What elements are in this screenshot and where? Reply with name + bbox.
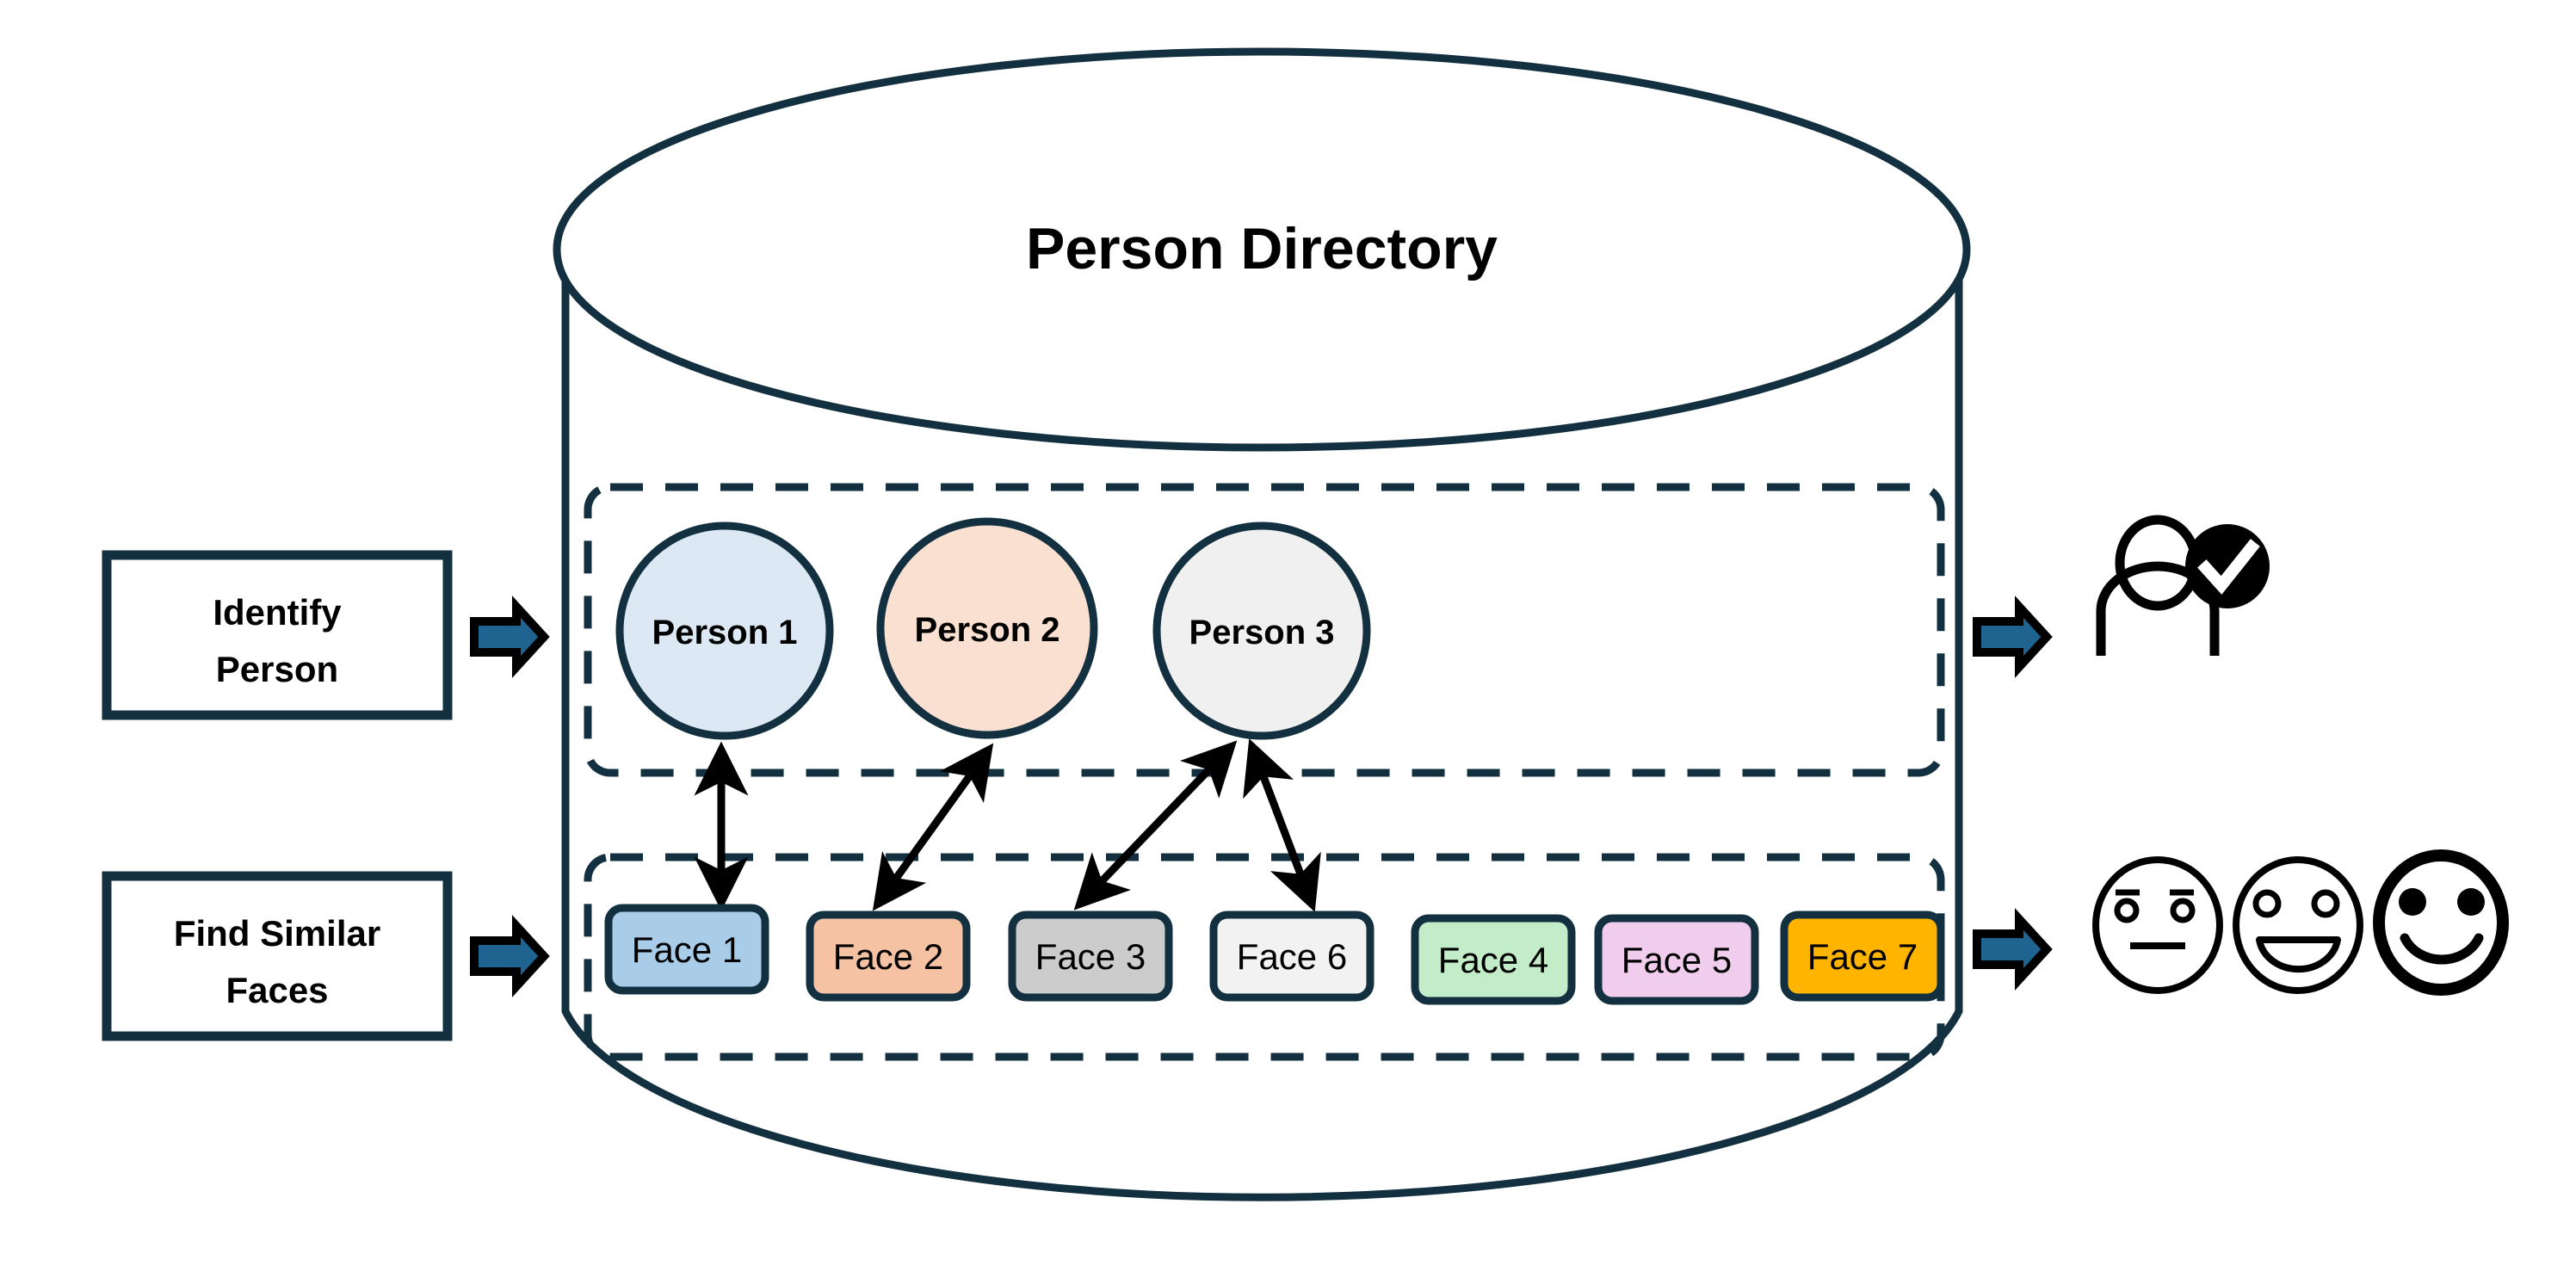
face-5[interactable]: Face 5 [1594, 914, 1759, 1005]
face-7-label: Face 7 [1807, 936, 1918, 977]
person-2[interactable]: Person 2 [876, 517, 1098, 739]
smiley-face-mouth [2400, 933, 2484, 965]
smiley-face-eye-left [2399, 888, 2426, 916]
check-badge-icon [2185, 524, 2270, 608]
arrow-similar-faces-out [1973, 908, 2053, 991]
face-3-chip[interactable] [1008, 911, 1173, 1002]
face-1[interactable]: Face 1 [604, 904, 769, 995]
check-mark [2197, 539, 2260, 595]
neutral-face-eye-right [2170, 898, 2196, 923]
face-4-label: Face 4 [1438, 940, 1548, 980]
face-2[interactable]: Face 2 [806, 911, 971, 1002]
face-7-chip[interactable] [1780, 911, 1945, 1002]
find-similar-faces-label-line1: Find Similar [174, 913, 380, 954]
face-2-chip[interactable] [806, 911, 971, 1002]
neutral-face-outline [2092, 856, 2223, 994]
grinning-face-eye-left [2252, 889, 2282, 918]
person-1[interactable]: Person 1 [615, 522, 834, 740]
person-3[interactable]: Person 3 [1152, 522, 1371, 740]
face-6[interactable]: Face 6 [1209, 911, 1374, 1002]
face-3-label: Face 3 [1035, 936, 1146, 977]
identify-person-label-line1: Identify [213, 592, 342, 633]
person-2-label: Person 2 [915, 611, 1060, 649]
person-2-circle[interactable] [876, 517, 1098, 739]
person-face-links [694, 738, 1321, 912]
smiley-face-eye-right [2457, 888, 2485, 916]
arrow-find-similar-faces-in [470, 915, 550, 997]
container-title: Person Directory [1026, 216, 1498, 281]
face-6-label: Face 6 [1237, 936, 1347, 977]
face-5-label: Face 5 [1622, 940, 1732, 980]
person-1-circle[interactable] [615, 522, 834, 740]
face-3[interactable]: Face 3 [1008, 911, 1173, 1002]
check-badge-circle [2185, 524, 2270, 608]
smiley-face-icon [2373, 849, 2509, 996]
face-1-chip[interactable] [604, 904, 769, 995]
identify-person-box[interactable]: Identify Person [102, 550, 453, 720]
face-4-chip[interactable] [1411, 914, 1576, 1005]
cylinder-shape [553, 47, 1971, 1201]
identified-person-output [2096, 515, 2270, 656]
face-4[interactable]: Face 4 [1411, 914, 1576, 1005]
link-face3-person3 [1073, 740, 1238, 911]
grinning-face-eye-right [2311, 889, 2340, 918]
cylinder-body [561, 250, 1963, 1201]
smiley-face-outline [2373, 849, 2509, 996]
cylinder-top-ellipse [553, 47, 1971, 452]
arrow-identify-person-in [470, 596, 550, 678]
grinning-face-mouth [2256, 936, 2341, 973]
arrow-identified-person-out [1973, 596, 2053, 678]
face-6-chip[interactable] [1209, 911, 1374, 1002]
face-2-label: Face 2 [833, 936, 943, 977]
person-1-label: Person 1 [652, 614, 798, 651]
link-face2-person2 [872, 743, 994, 911]
neutral-face-eye-left [2114, 898, 2140, 923]
find-similar-faces-rect[interactable] [102, 871, 453, 1041]
face-1-label: Face 1 [632, 929, 742, 970]
find-similar-faces-box[interactable]: Find Similar Faces [102, 871, 453, 1041]
find-similar-faces-label-line2: Faces [225, 970, 328, 1010]
face-5-chip[interactable] [1594, 914, 1759, 1005]
person-3-label: Person 3 [1189, 614, 1335, 651]
identify-person-rect[interactable] [102, 550, 453, 720]
neutral-face-icon [2092, 856, 2223, 994]
person-3-circle[interactable] [1152, 522, 1371, 740]
grinning-face-icon [2233, 856, 2363, 994]
face-7[interactable]: Face 7 [1780, 911, 1945, 1002]
identify-person-label-line2: Person [216, 649, 338, 689]
link-face6-person3 [1243, 738, 1321, 912]
